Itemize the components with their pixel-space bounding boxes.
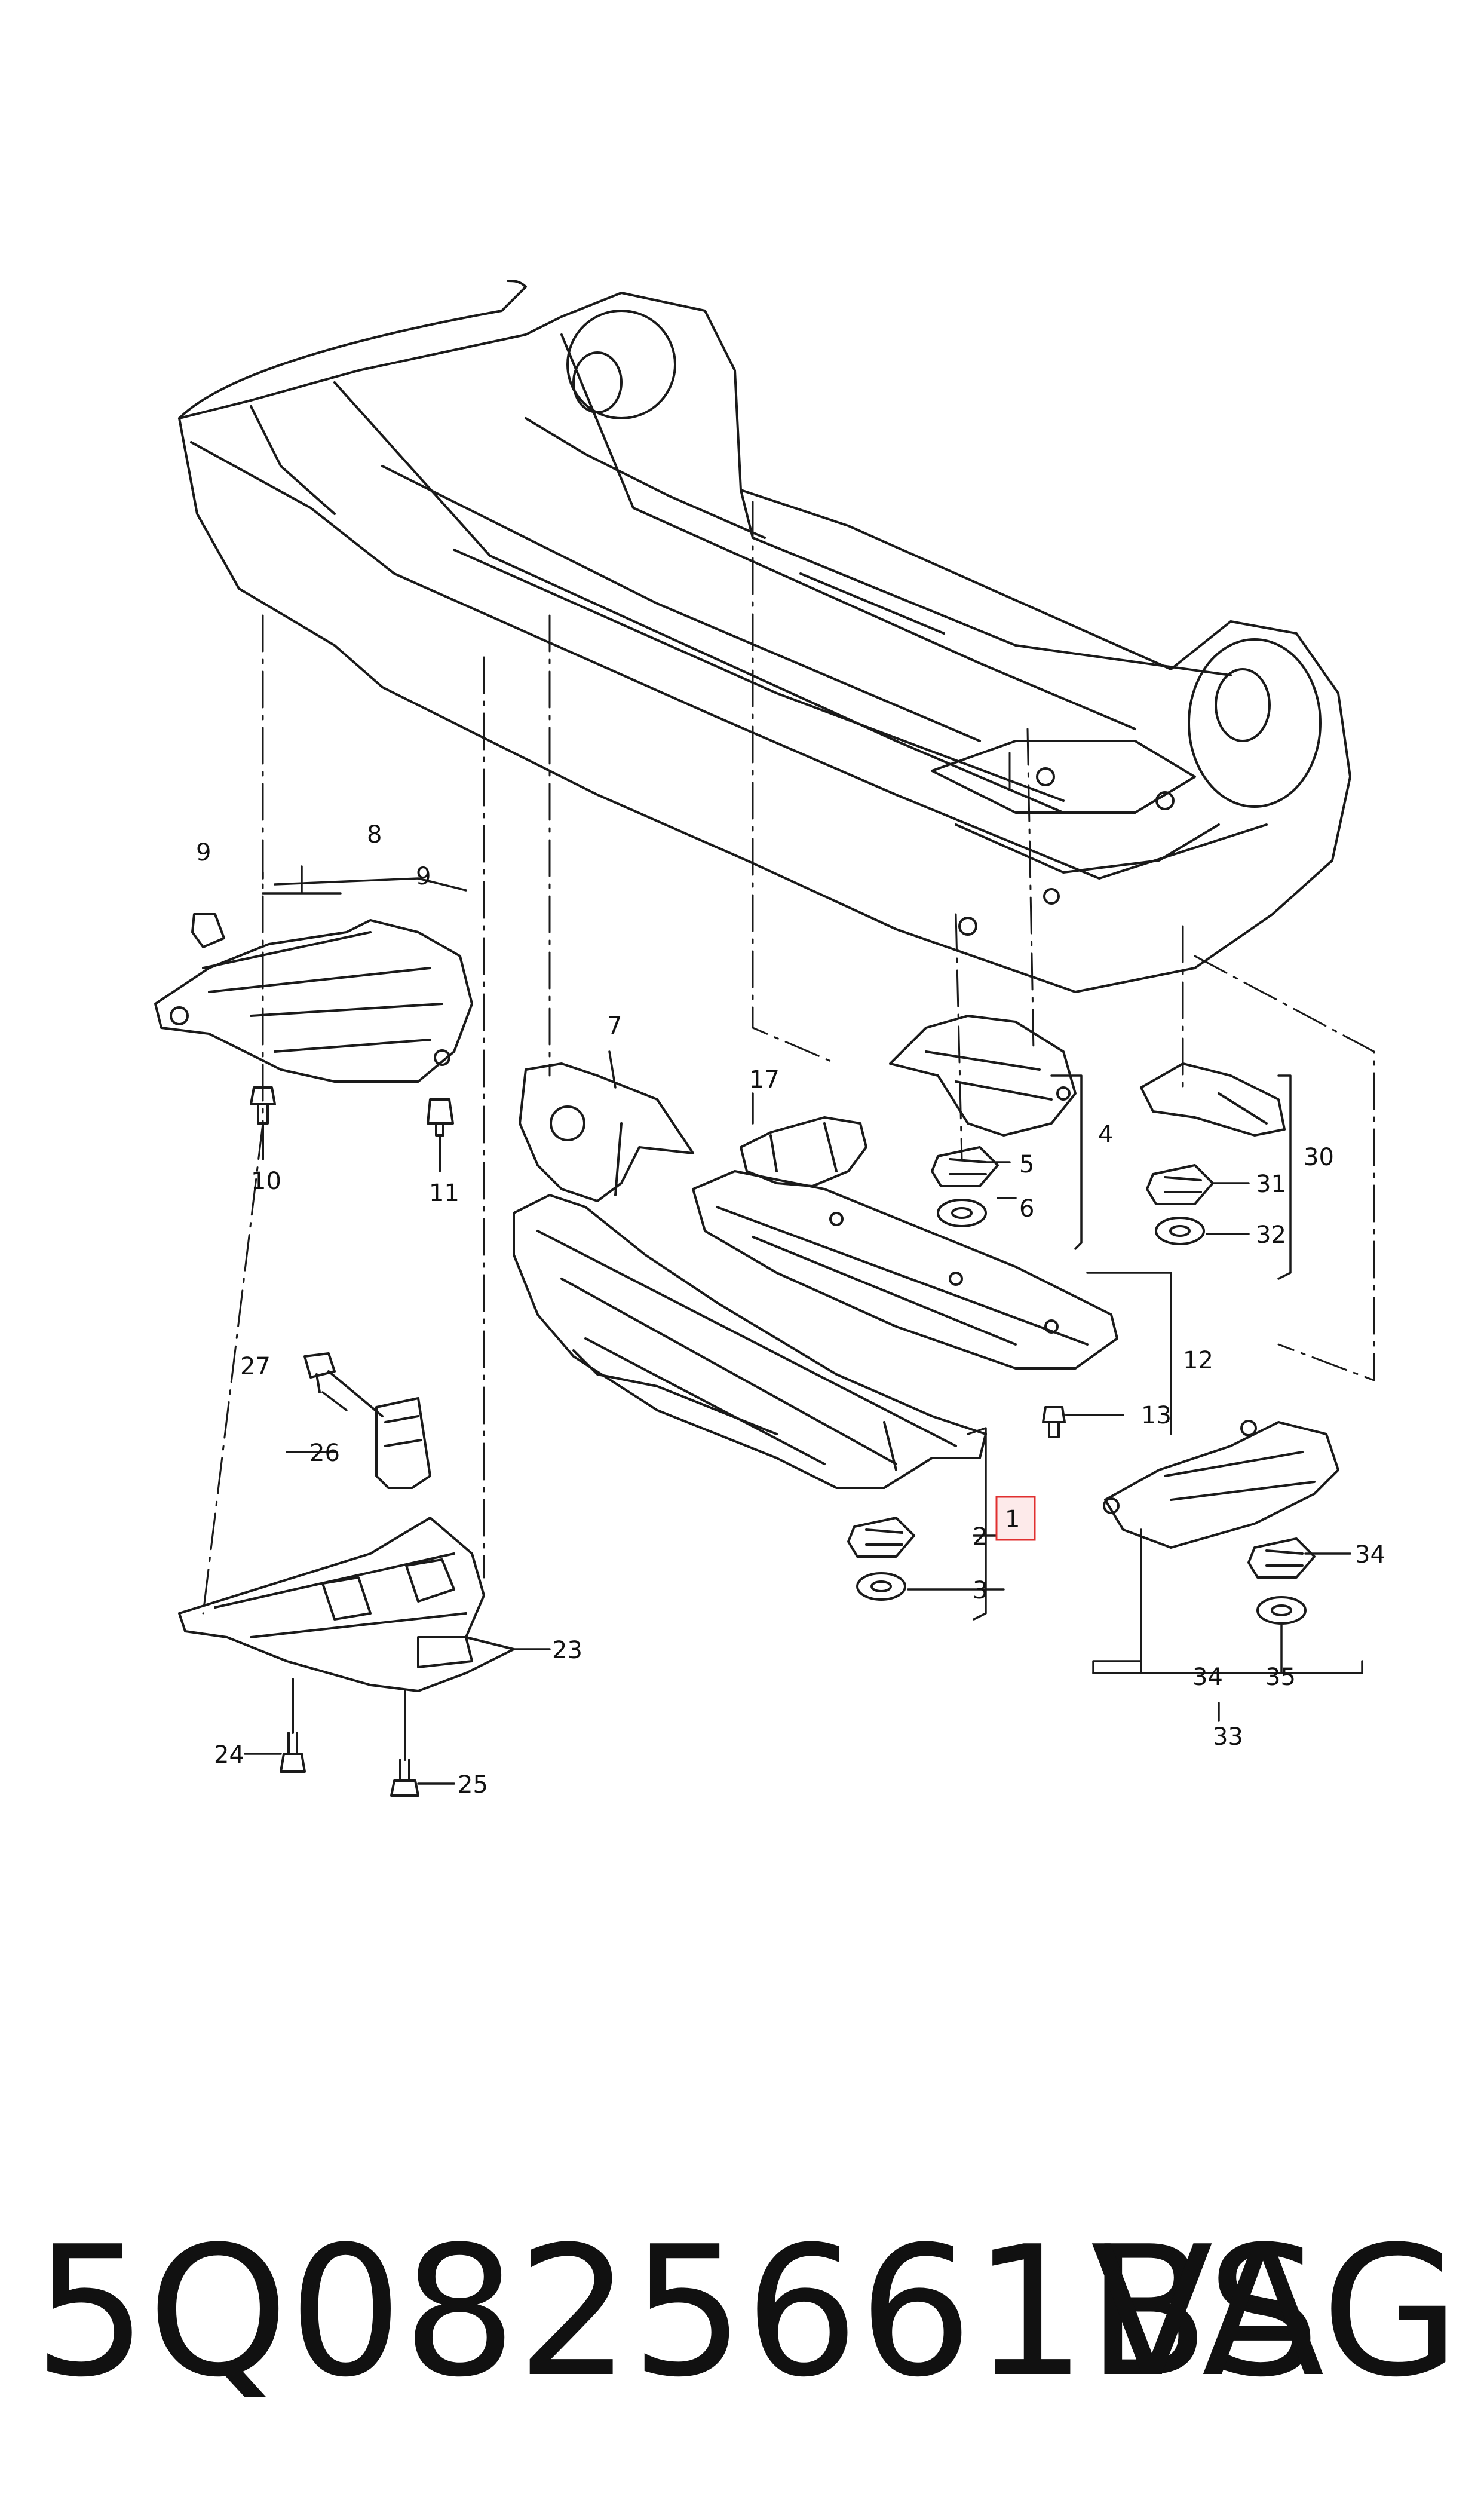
callout-31: 31 (1256, 1171, 1286, 1198)
callout-35: 35 (1265, 1664, 1296, 1691)
part-31-nut (1146, 1164, 1214, 1205)
callout-6: 6 (1019, 1195, 1034, 1223)
part-27-bolt (303, 1352, 384, 1417)
part-33-rear-panel (1103, 1420, 1339, 1549)
part-23-engine-cover (178, 1517, 515, 1692)
part-30-bracket (1140, 1062, 1286, 1137)
callout-27: 27 (240, 1353, 271, 1380)
callout-17: 17 (749, 1066, 780, 1093)
part-11-bolt (427, 1098, 454, 1172)
callout-34-upper: 34 (1355, 1541, 1385, 1569)
part-6-washer (937, 1199, 987, 1227)
part-1-underbody-panel (513, 1194, 987, 1489)
part-number: 5Q0825661BS (33, 2208, 1321, 2416)
callout-3: 3 (973, 1577, 988, 1604)
callout-26: 26 (309, 1439, 340, 1467)
callout-leaders (244, 865, 1363, 1785)
callout-13: 13 (1141, 1402, 1172, 1429)
callout-25: 25 (458, 1771, 488, 1799)
parts-diagram: 1 2 3 4 5 6 7 8 9 9 10 11 12 13 17 23 24… (154, 280, 1385, 1799)
part-26-guide (375, 1397, 431, 1489)
part-24-bolt (280, 1678, 306, 1773)
part-13-bolt (1042, 1406, 1124, 1438)
callout-4: 4 (1098, 1121, 1113, 1148)
callout-33: 33 (1213, 1723, 1243, 1751)
callout-labels: 1 2 3 4 5 6 7 8 9 9 10 11 12 13 17 23 24… (196, 821, 1385, 1799)
part-32-washer (1155, 1217, 1205, 1245)
callout-24: 24 (214, 1741, 244, 1769)
part-5-nut (931, 1146, 999, 1187)
vehicle-underbody (178, 280, 1351, 993)
part-9-clip (191, 913, 225, 948)
callout-1: 1 (1005, 1506, 1020, 1533)
callout-9-left: 9 (196, 839, 211, 866)
part-25-bolt (390, 1690, 419, 1797)
part-35-washer (1256, 1596, 1307, 1625)
callout-11: 11 (429, 1180, 459, 1207)
part-10-bolt (250, 1086, 276, 1160)
leader-lines (202, 501, 1375, 1615)
part-12-panel (692, 1170, 1118, 1370)
brand-name: VAG (1090, 2208, 1460, 2416)
callout-5: 5 (1019, 1151, 1034, 1178)
part-3-washer (856, 1572, 906, 1601)
callout-30: 30 (1304, 1144, 1334, 1171)
part-8-front-panel (154, 919, 473, 1083)
part-7-heat-shield (519, 1062, 694, 1202)
callout-12: 12 (1183, 1347, 1213, 1374)
callout-23: 23 (552, 1637, 582, 1664)
callout-32: 32 (1256, 1221, 1286, 1249)
callout-7: 7 (607, 1012, 622, 1040)
part-34-nut (1247, 1537, 1316, 1579)
callout-10: 10 (251, 1168, 281, 1195)
callout-8: 8 (367, 821, 382, 848)
highlight-box (995, 1496, 1036, 1541)
callout-2: 2 (973, 1523, 988, 1551)
callout-9-right: 9 (416, 863, 431, 890)
part-2-nut (847, 1517, 915, 1558)
callout-34-lower: 34 (1192, 1664, 1223, 1691)
part-4-heat-shield (889, 1015, 1077, 1137)
